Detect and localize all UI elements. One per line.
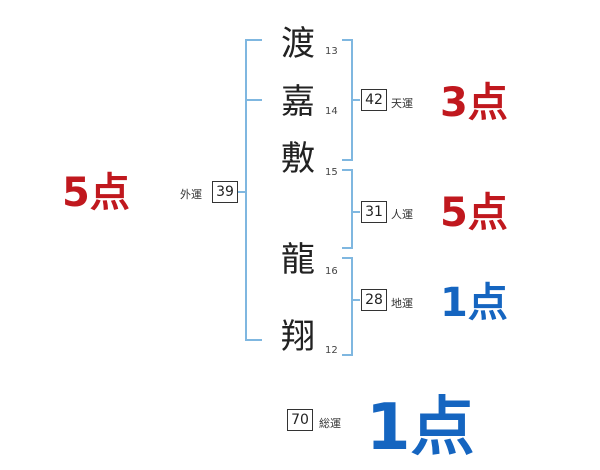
stroke-count-2: 14 <box>325 106 338 117</box>
chi-bracket <box>342 257 353 356</box>
name-char-4: 龍 <box>281 240 315 280</box>
chi-score: 1点 <box>440 280 508 326</box>
outer-bracket <box>245 39 262 341</box>
name-char-1: 渡 <box>281 24 315 64</box>
name-char-5: 翔 <box>281 317 315 357</box>
so-score: 1点 <box>366 391 475 465</box>
jin-bracket <box>342 169 353 249</box>
chi-label: 地運 <box>391 297 413 310</box>
gai-value-box: 39 <box>212 181 238 203</box>
jin-score: 5点 <box>440 190 508 236</box>
jin-label: 人運 <box>391 208 413 221</box>
jin-value-box: 31 <box>361 201 387 223</box>
name-char-3: 敷 <box>281 139 315 179</box>
ten-bracket <box>342 39 353 161</box>
so-label: 総運 <box>319 417 341 430</box>
so-value-box: 70 <box>287 409 313 431</box>
gai-score: 5点 <box>62 170 130 216</box>
stroke-count-4: 16 <box>325 266 338 277</box>
stroke-count-5: 12 <box>325 345 338 356</box>
ten-label: 天運 <box>391 97 413 110</box>
name-char-2: 嘉 <box>281 82 315 122</box>
gai-label: 外運 <box>180 188 202 201</box>
stroke-count-3: 15 <box>325 167 338 178</box>
ten-score: 3点 <box>440 80 508 126</box>
ten-value-box: 42 <box>361 89 387 111</box>
chi-value-box: 28 <box>361 289 387 311</box>
stroke-count-1: 13 <box>325 46 338 57</box>
